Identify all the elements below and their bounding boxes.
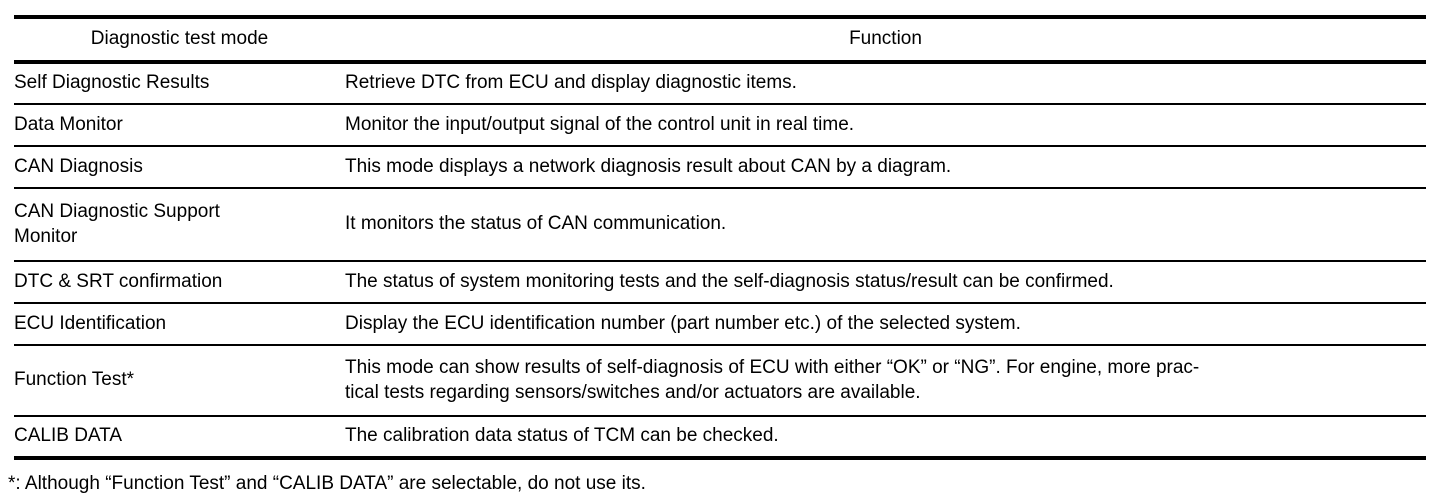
mode-line: DTC & SRT confirmation: [14, 270, 223, 292]
cell-function: Display the ECU identification number (p…: [345, 303, 1426, 346]
table-row: Data Monitor Monitor the input/output si…: [14, 104, 1426, 147]
function-text: It monitors the status of CAN communicat…: [345, 212, 1426, 236]
table-row: Self Diagnostic Results Retrieve DTC fro…: [14, 62, 1426, 105]
function-line: This mode displays a network diagnosis r…: [345, 155, 952, 177]
mode-line: Self Diagnostic Results: [14, 72, 210, 94]
mode-line: CAN Diagnosis: [14, 155, 143, 177]
column-header-function: Function: [345, 15, 1426, 64]
table-row: CAN Diagnostic Support Monitor It monito…: [14, 188, 1426, 262]
function-line: The status of system monitoring tests an…: [345, 270, 1114, 292]
cell-function: The calibration data status of TCM can b…: [345, 416, 1426, 460]
cell-diagnostic-test-mode: CAN Diagnostic Support Monitor: [14, 188, 345, 262]
function-line: Display the ECU identification number (p…: [345, 312, 1021, 334]
mode-line: Function Test*: [14, 369, 135, 391]
table-body: Self Diagnostic Results Retrieve DTC fro…: [14, 62, 1426, 460]
cell-function: It monitors the status of CAN communicat…: [345, 188, 1426, 262]
function-line: It monitors the status of CAN communicat…: [345, 213, 727, 235]
cell-diagnostic-test-mode: ECU Identification: [14, 303, 345, 346]
function-line: The calibration data status of TCM can b…: [345, 425, 779, 447]
function-text: The calibration data status of TCM can b…: [345, 424, 1426, 448]
table-row: CALIB DATA The calibration data status o…: [14, 416, 1426, 460]
table-row: CAN Diagnosis This mode displays a netwo…: [14, 146, 1426, 189]
cell-function: Monitor the input/output signal of the c…: [345, 104, 1426, 147]
table-row: Function Test* This mode can show result…: [14, 345, 1426, 417]
mode-line: ECU Identification: [14, 312, 167, 334]
cell-diagnostic-test-mode: DTC & SRT confirmation: [14, 261, 345, 304]
function-text: Retrieve DTC from ECU and display diagno…: [345, 71, 1426, 95]
function-line: This mode can show results of self-diagn…: [345, 357, 1200, 379]
table-header: Diagnostic test mode Function: [14, 15, 1426, 64]
cell-diagnostic-test-mode: Data Monitor: [14, 104, 345, 147]
cell-function: This mode displays a network diagnosis r…: [345, 146, 1426, 189]
cell-diagnostic-test-mode: CAN Diagnosis: [14, 146, 345, 189]
table-header-row: Diagnostic test mode Function: [14, 15, 1426, 64]
diagnostic-test-mode-table: Diagnostic test mode Function Self Diagn…: [14, 15, 1426, 460]
function-text: Monitor the input/output signal of the c…: [345, 113, 1426, 137]
table-row: ECU Identification Display the ECU ident…: [14, 303, 1426, 346]
mode-line: CAN Diagnostic Support: [14, 201, 220, 223]
cell-diagnostic-test-mode: CALIB DATA: [14, 416, 345, 460]
function-line: tical tests regarding sensors/switches a…: [345, 381, 921, 403]
function-text: This mode displays a network diagnosis r…: [345, 155, 1426, 179]
column-header-diagnostic-test-mode: Diagnostic test mode: [14, 15, 345, 64]
function-line: Monitor the input/output signal of the c…: [345, 113, 855, 135]
function-text: The status of system monitoring tests an…: [345, 270, 1426, 294]
function-text: This mode can show results of self-diagn…: [345, 356, 1426, 405]
cell-function: The status of system monitoring tests an…: [345, 261, 1426, 304]
function-line: Retrieve DTC from ECU and display diagno…: [345, 72, 797, 94]
mode-line: Data Monitor: [14, 113, 123, 135]
cell-diagnostic-test-mode: Self Diagnostic Results: [14, 62, 345, 105]
function-text: Display the ECU identification number (p…: [345, 312, 1426, 336]
table-footnote: *: Although “Function Test” and “CALIB D…: [8, 473, 646, 494]
cell-diagnostic-test-mode: Function Test*: [14, 345, 345, 417]
mode-line: Monitor: [14, 225, 78, 247]
cell-function: Retrieve DTC from ECU and display diagno…: [345, 62, 1426, 105]
table-row: DTC & SRT confirmation The status of sys…: [14, 261, 1426, 304]
mode-line: CALIB DATA: [14, 425, 123, 447]
cell-function: This mode can show results of self-diagn…: [345, 345, 1426, 417]
